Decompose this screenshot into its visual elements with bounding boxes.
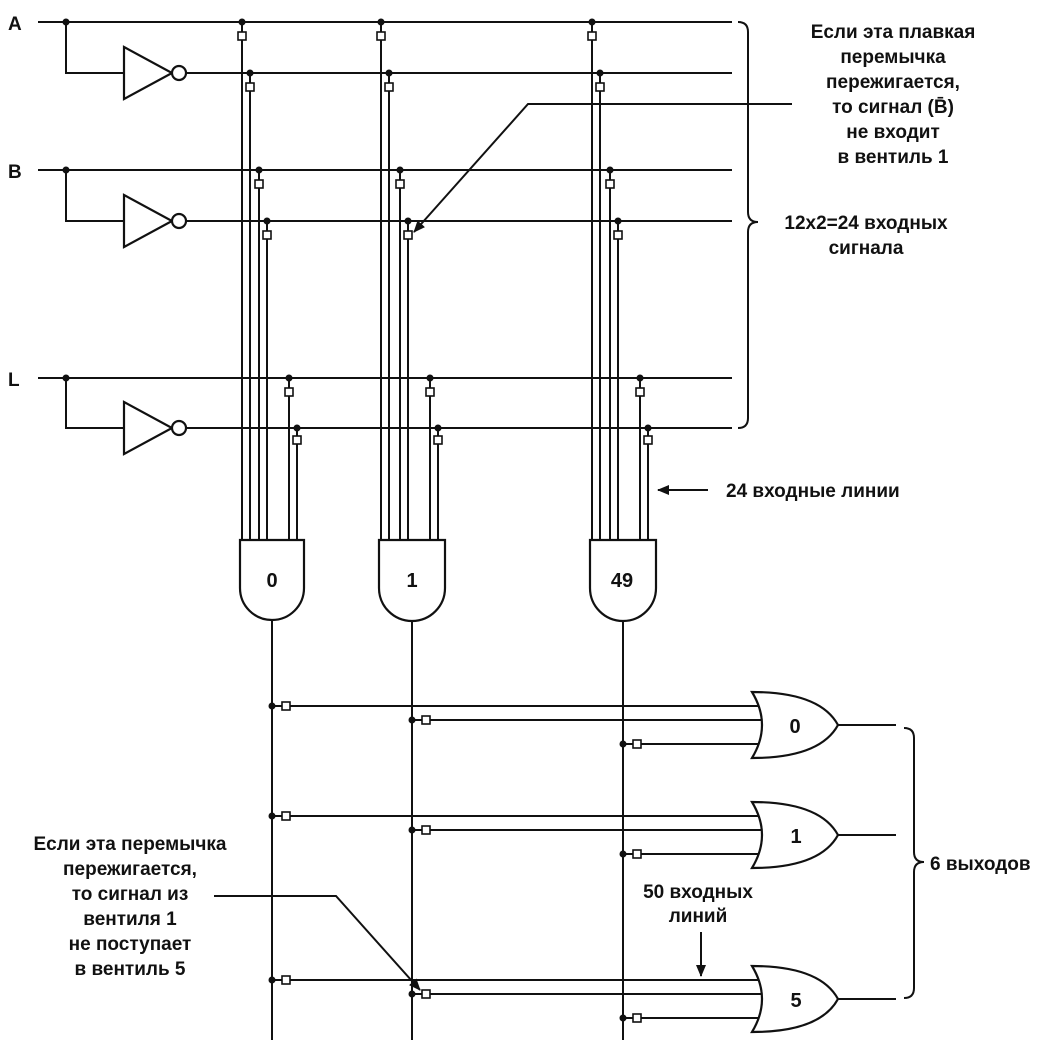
fuse: [281, 701, 291, 711]
svg-text:в вентиль 5: в вентиль 5: [74, 959, 185, 980]
fuse: [245, 82, 255, 92]
or-input-lines-note: 50 входных линий: [643, 882, 753, 977]
not-gate-l: [122, 400, 175, 456]
and-gate-1: 1: [377, 538, 447, 623]
fuse: [281, 811, 291, 821]
input-label-b: B: [8, 162, 22, 183]
and-gate-1-label: 1: [406, 570, 417, 592]
fuse: [421, 715, 431, 725]
not-gate-b: [122, 193, 175, 249]
fuse: [613, 230, 623, 240]
and-plane-group-49: [587, 18, 653, 540]
and-gate-0-label: 0: [266, 570, 277, 592]
input-label-a: A: [8, 14, 22, 35]
input-row-l: L: [8, 370, 732, 456]
or-plane-row-5: [268, 975, 764, 1023]
or-plane-row-0: [268, 701, 764, 749]
fuse: [284, 387, 294, 397]
not-gate-a: [122, 45, 175, 101]
top-fuse-note: Если эта плавкая перемычка пережигается,…: [811, 22, 976, 168]
outputs-note: 6 выходов: [930, 854, 1031, 875]
svg-text:то сигнал (B̄): то сигнал (B̄): [832, 97, 954, 118]
fuse: [281, 975, 291, 985]
fuse: [595, 82, 605, 92]
svg-text:50 входных: 50 входных: [643, 882, 753, 903]
fuse-b-complement-gate1: [403, 230, 413, 240]
or-gate-5: 5: [750, 964, 896, 1034]
svg-text:не входит: не входит: [846, 122, 940, 143]
or-gate-0-label: 0: [789, 716, 800, 738]
fuse: [605, 179, 615, 189]
svg-text:вентиля 1: вентиля 1: [83, 909, 177, 930]
fuse: [421, 825, 431, 835]
or-plane-row-1: [268, 811, 764, 859]
svg-text:линий: линий: [669, 906, 728, 927]
svg-text:пережигается,: пережигается,: [63, 859, 197, 880]
input-count-note: 12x2=24 входных сигнала: [784, 213, 948, 259]
output-brace: [903, 727, 925, 999]
and-gate-49: 49: [588, 538, 658, 623]
fuse: [395, 179, 405, 189]
bottom-fuse-pointer: [214, 895, 421, 991]
svg-text:12x2=24 входных: 12x2=24 входных: [784, 213, 948, 234]
and-plane-group-0: [237, 18, 302, 540]
not-bubble-l: [170, 419, 188, 437]
wire-l-branch: [65, 378, 124, 429]
fuse: [433, 435, 443, 445]
svg-text:Если эта перемычка: Если эта перемычка: [33, 834, 226, 855]
fuse: [425, 387, 435, 397]
and-gate-49-label: 49: [611, 570, 633, 592]
fuse: [632, 849, 642, 859]
input-label-l: L: [8, 370, 20, 391]
input-brace: [737, 21, 759, 429]
fuse: [384, 82, 394, 92]
bottom-fuse-note: Если эта перемычка пережигается, то сигн…: [33, 834, 226, 980]
input-row-a: A: [8, 14, 732, 101]
svg-text:24 входные линии: 24 входные линии: [726, 481, 900, 502]
svg-text:Если эта плавкая: Если эта плавкая: [811, 22, 976, 43]
fuse: [632, 739, 642, 749]
svg-text:то сигнал из: то сигнал из: [72, 884, 189, 905]
svg-text:перемычка: перемычка: [840, 47, 946, 68]
or-gate-1: 1: [750, 800, 896, 870]
fuse: [643, 435, 653, 445]
fuse: [254, 179, 264, 189]
fuse: [376, 31, 386, 41]
fuse: [635, 387, 645, 397]
or-gate-0: 0: [750, 690, 896, 760]
fuse-gate1-or5: [421, 989, 431, 999]
svg-text:в вентиль 1: в вентиль 1: [837, 147, 948, 168]
wire-a-branch: [65, 22, 124, 74]
fuse: [262, 230, 272, 240]
wire-b-branch: [65, 170, 124, 222]
svg-text:пережигается,: пережигается,: [826, 72, 960, 93]
and-plane-group-1: [376, 18, 443, 540]
input-row-b: B: [8, 162, 732, 249]
input-lines-note: 24 входные линии: [657, 481, 900, 502]
svg-text:сигнала: сигнала: [829, 238, 904, 259]
fuse: [587, 31, 597, 41]
fuse: [237, 31, 247, 41]
not-bubble-a: [170, 64, 188, 82]
or-gate-5-label: 5: [790, 990, 801, 1012]
fuse: [292, 435, 302, 445]
or-gate-1-label: 1: [790, 826, 801, 848]
and-gate-0: 0: [238, 538, 306, 622]
top-fuse-pointer: [413, 103, 792, 233]
fuse: [632, 1013, 642, 1023]
svg-text:не поступает: не поступает: [69, 934, 192, 955]
not-bubble-b: [170, 212, 188, 230]
